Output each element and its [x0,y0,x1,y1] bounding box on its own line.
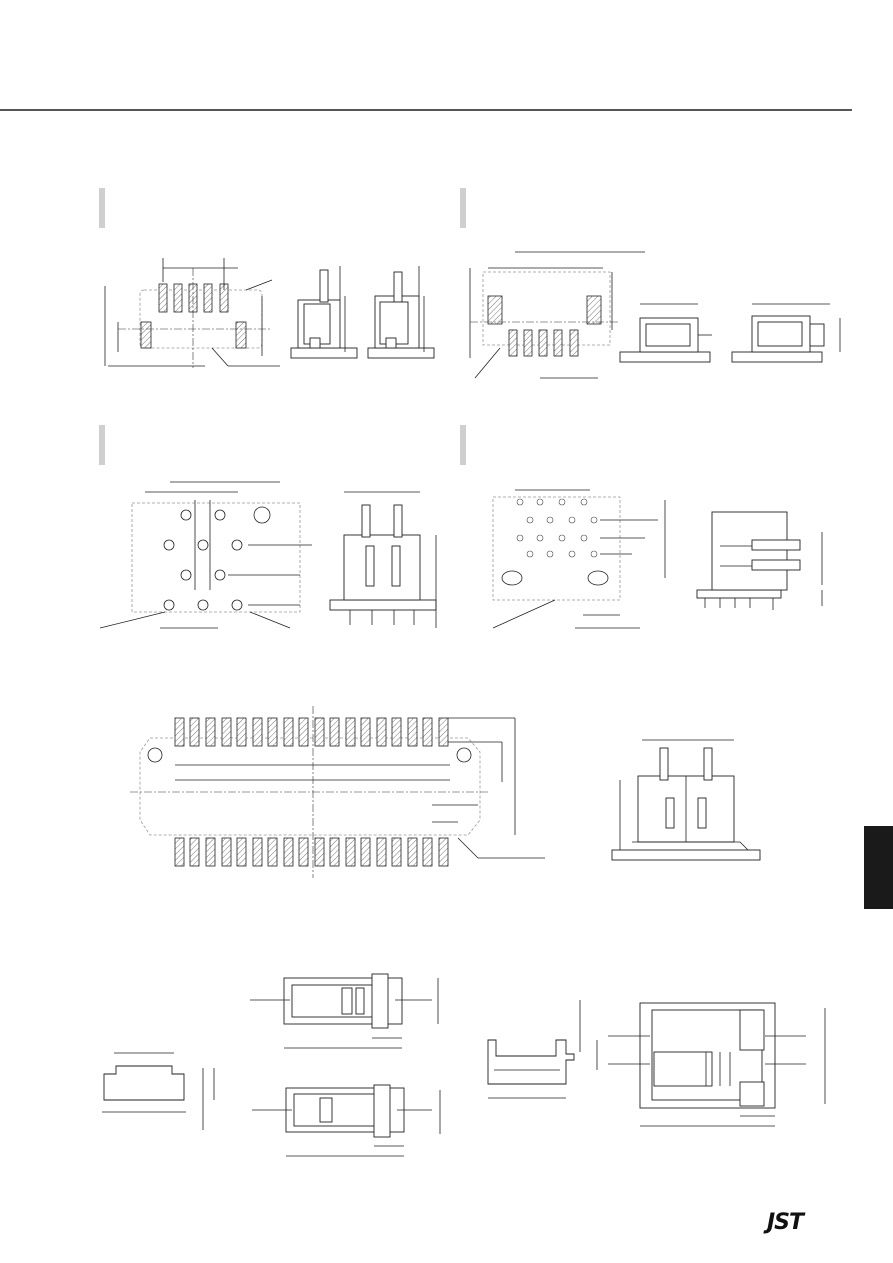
pcb-layout-1 [104,258,280,368]
pin-grid-1 [99,481,312,629]
front-view-5 [611,739,761,861]
jst-logo: JST [767,1210,804,1235]
section-marker-2 [460,188,466,228]
header-rule [0,109,852,111]
side-view-1a [290,266,358,359]
pcb-layout-2 [469,251,645,379]
side-index-tab [864,826,893,909]
front-view-bottom [608,1002,826,1127]
section-marker-1 [99,188,105,228]
side-view-4 [696,511,823,610]
front-view-3 [329,491,437,628]
side-view-bottom-b [252,1084,441,1157]
cross-section-right [487,1000,598,1099]
side-view-bottom-a [250,973,439,1049]
side-view-2b [731,303,841,363]
section-marker-3 [99,425,105,465]
side-view-2a [619,303,712,363]
side-view-1b [367,266,435,359]
cross-section-small [102,1052,215,1130]
pcb-layout-long [130,706,545,878]
section-marker-4 [460,425,466,465]
pin-grid-2 [492,489,666,629]
